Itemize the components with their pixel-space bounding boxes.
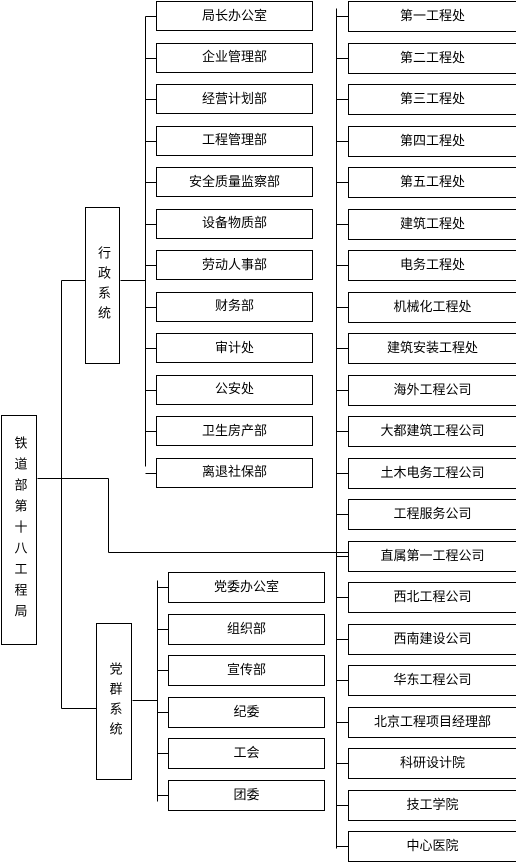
admin-department-box: 设备物质部 xyxy=(156,208,313,239)
admin-department-box: 财务部 xyxy=(156,291,313,322)
admin-department-box: 审计处 xyxy=(156,333,313,363)
admin-department-box: 工程管理部 xyxy=(156,125,313,156)
subordinate-unit-box: 科研设计院 xyxy=(348,748,516,779)
admin-department-box: 卫生房产部 xyxy=(156,416,313,446)
subordinate-unit-box: 西南建设公司 xyxy=(348,623,516,655)
subordinate-unit-box: 机械化工程处 xyxy=(348,291,516,323)
admin-department-box: 经营计划部 xyxy=(156,84,313,114)
subordinate-unit-box: 第四工程处 xyxy=(348,125,516,157)
admin-department-box: 企业管理部 xyxy=(156,42,313,73)
subordinate-unit-box: 第五工程处 xyxy=(348,167,516,198)
root-node: 铁道部第十八工程局 xyxy=(1,415,37,645)
subordinate-unit-box: 土木电务工程公司 xyxy=(348,457,516,489)
party-department-box: 宣传部 xyxy=(168,655,325,686)
subordinate-unit-box: 第三工程处 xyxy=(348,84,516,115)
subordinate-unit-box: 建筑工程处 xyxy=(348,208,516,240)
admin-department-box: 局长办公室 xyxy=(156,1,313,31)
subordinate-unit-box: 建筑安装工程处 xyxy=(348,333,516,364)
admin-system-node: 行政系统 xyxy=(85,207,120,364)
party-department-box: 组织部 xyxy=(168,613,325,645)
party-department-box: 工会 xyxy=(168,738,325,769)
subordinate-unit-box: 海外工程公司 xyxy=(348,374,516,406)
subordinate-unit-box: 华东工程公司 xyxy=(348,665,516,696)
subordinate-unit-box: 直属第一工程公司 xyxy=(348,540,516,572)
subordinate-unit-box: 技工学院 xyxy=(348,789,516,821)
admin-department-box: 安全质量监察部 xyxy=(156,167,313,197)
admin-department-box: 公安处 xyxy=(156,374,313,405)
party-department-box: 团委 xyxy=(168,779,325,811)
subordinate-unit-box: 第二工程处 xyxy=(348,42,516,74)
subordinate-unit-box: 北京工程项目经理部 xyxy=(348,706,516,738)
party-system-node: 党群系统 xyxy=(96,623,132,780)
subordinate-unit-box: 大都建筑工程公司 xyxy=(348,416,516,447)
party-department-box: 纪委 xyxy=(168,696,325,728)
admin-department-box: 离退社保部 xyxy=(156,457,313,488)
subordinate-unit-box: 中心医院 xyxy=(348,831,516,862)
admin-department-box: 劳动人事部 xyxy=(156,250,313,280)
subordinate-unit-box: 第一工程处 xyxy=(348,1,516,32)
subordinate-unit-box: 工程服务公司 xyxy=(348,499,516,530)
subordinate-unit-box: 电务工程处 xyxy=(348,250,516,281)
party-department-box: 党委办公室 xyxy=(168,572,325,603)
subordinate-unit-box: 西北工程公司 xyxy=(348,582,516,613)
